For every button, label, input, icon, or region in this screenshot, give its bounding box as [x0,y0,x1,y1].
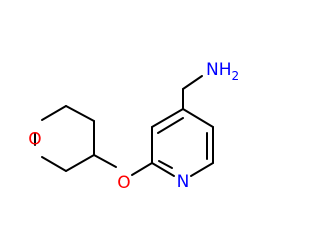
ether-linkage [93,154,153,176]
aminomethyl-group [182,75,203,110]
pyridine-nitrogen-label: N [177,172,190,192]
bond-oether-c2py [131,162,153,176]
bond-c4-oether [93,154,117,168]
bond-ch2-n [182,75,203,90]
molecule-structure: O O N NH2 [28,60,239,193]
bond-o1-c2 [41,105,67,121]
ether-oxygen-label: O [117,173,130,193]
amine-label: NH2 [206,60,239,83]
bond-c4-c5 [65,154,95,172]
ring-oxygen-label: O [28,130,41,150]
bond-n-c2 [151,162,175,177]
amine-label-subscript: 2 [232,69,240,83]
bond-c3-c4 [151,108,184,128]
double-bond-n-c2 [158,160,173,169]
bond-c5-c6 [41,156,67,172]
bond-c4-c5 [182,108,214,128]
bond-c2-c3 [65,105,95,122]
pyridine-ring [151,108,214,177]
double-bond-c3-c4 [157,117,184,134]
tetrahydropyran-ring [34,105,95,172]
amine-label-main: NH [206,60,232,80]
bond-c6-n [190,162,214,177]
